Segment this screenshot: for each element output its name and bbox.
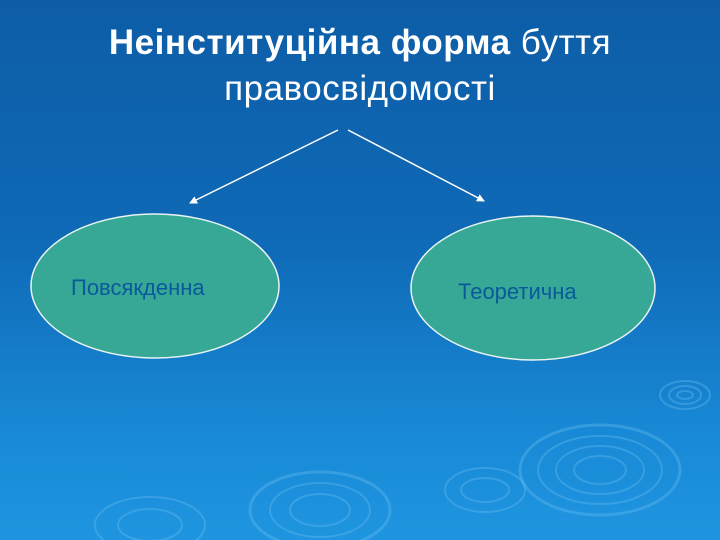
- arrow-left: [189, 129, 339, 204]
- node-everyday: [30, 213, 280, 359]
- node-label-everyday: Повсякденна: [71, 275, 205, 300]
- title-bold-part: Неінституційна форма: [108, 23, 511, 62]
- arrow-right: [347, 129, 485, 202]
- node-label-theoretical: Теоретична: [458, 279, 577, 304]
- title-line-2: правосвідомості: [224, 69, 496, 108]
- node-theoretical: [410, 215, 656, 361]
- title-rest: буття: [510, 23, 612, 62]
- slide-title: Неінституційна форма буття правосвідомос…: [0, 20, 720, 112]
